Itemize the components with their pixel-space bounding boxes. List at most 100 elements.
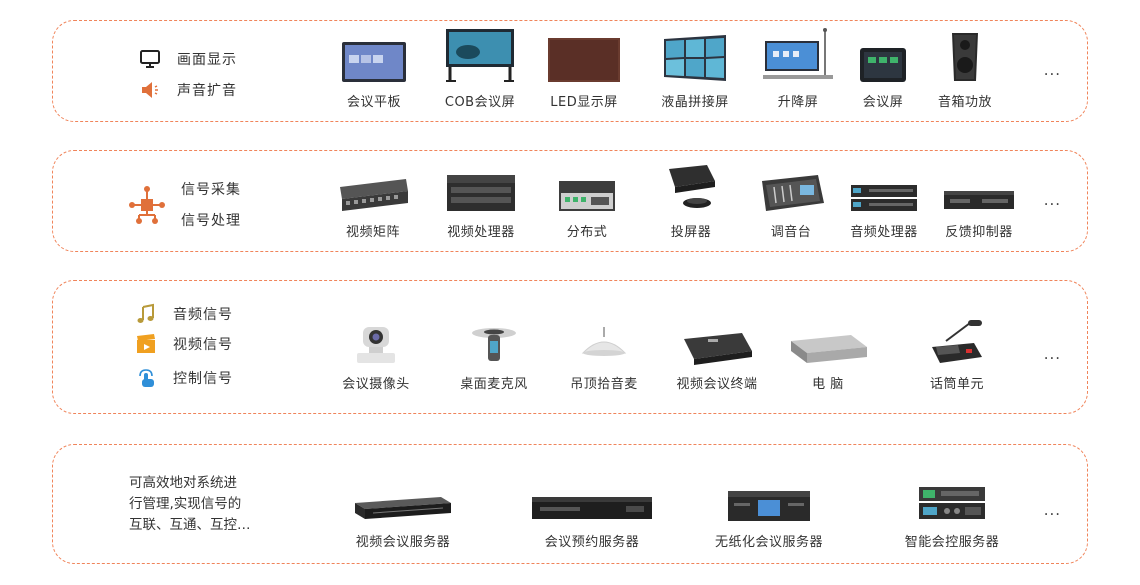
side-label: 画面显示	[177, 52, 237, 68]
side-row-signal-process: 信号处理	[181, 210, 241, 230]
feedback-suppressor-image	[942, 157, 1016, 213]
smart-control-server-image	[917, 467, 987, 523]
item-meeting-screen: 会议屏	[851, 27, 915, 110]
video-clapper-icon	[133, 333, 159, 355]
more-indicator: ...	[1043, 345, 1061, 363]
side-label: 控制信号	[173, 371, 233, 387]
item-desktop-mic: 桌面麦克风	[449, 309, 539, 392]
item-caption: 调音台	[770, 225, 812, 240]
side-row-audio: 声音扩音	[137, 79, 237, 101]
description-line: 行管理,实现信号的	[129, 496, 242, 512]
network-node-icon	[127, 185, 167, 225]
item-ceiling-mic: 吊顶拾音麦	[561, 309, 647, 392]
more-indicator: ...	[1043, 501, 1061, 519]
item-caption: 分布式	[566, 225, 608, 240]
item-caption: LED显示屏	[550, 95, 618, 110]
item-video-terminal: 视频会议终端	[665, 309, 769, 392]
side-label: 音频信号	[173, 307, 233, 323]
item-caption: 投屏器	[670, 225, 712, 240]
item-caption: COB会议屏	[444, 95, 516, 110]
item-caption: 视频矩阵	[345, 225, 400, 240]
speaker-amp-image	[950, 27, 980, 83]
side-row-signal-capture: 信号采集	[181, 179, 241, 199]
item-caption: 话筒单元	[929, 377, 984, 392]
side-row-control-signal: 控制信号	[133, 367, 233, 389]
video-processor-image	[445, 157, 517, 213]
audio-processor-image	[849, 157, 919, 213]
side-row-video-signal: 视频信号	[133, 333, 233, 355]
item-led-screen: LED显示屏	[543, 27, 625, 110]
item-caption: 会议平板	[346, 95, 401, 110]
item-caption: 视频会议终端	[676, 377, 758, 392]
item-caption: 会议屏	[862, 95, 904, 110]
lcd-splice-image	[662, 27, 728, 83]
management-description: 可高效地对系统进 行管理,实现信号的 互联、互通、互控…	[129, 473, 279, 536]
video-conference-server-image	[353, 467, 453, 523]
item-caption: 音箱功放	[937, 95, 992, 110]
item-caption: 会议预约服务器	[544, 535, 640, 550]
item-caption: 音频处理器	[850, 225, 918, 240]
lift-screen-image	[763, 27, 833, 83]
side-row-audio-signal: 音频信号	[133, 303, 233, 325]
item-caption: 桌面麦克风	[460, 377, 528, 392]
panel-side: 信号采集 信号处理	[53, 151, 283, 251]
item-video-processor: 视频处理器	[439, 157, 523, 240]
monitor-icon	[137, 48, 163, 70]
video-terminal-image	[680, 309, 754, 365]
item-lcd-splice: 液晶拼接屏	[651, 27, 739, 110]
desktop-mic-image	[469, 309, 519, 365]
conference-camera-image	[353, 309, 399, 365]
more-indicator: ...	[1043, 61, 1061, 79]
panel-side: 音频信号 视频信号 控制信号	[53, 281, 283, 413]
panel-input-devices: 音频信号 视频信号 控制信号 会议摄像头 桌面麦克风 吊顶拾音麦	[52, 280, 1088, 414]
description-line: 可高效地对系统进	[129, 475, 237, 491]
item-mic-unit: 话筒单元	[915, 309, 999, 392]
item-cob-screen: COB会议屏	[437, 27, 523, 110]
panel-signal-processing: 信号采集 信号处理 视频矩阵 视频处理器 分布式 投屏器 调音台	[52, 150, 1088, 252]
item-caption: 视频处理器	[447, 225, 515, 240]
side-row-display: 画面显示	[137, 48, 237, 70]
item-computer: 电 脑	[785, 309, 871, 392]
meeting-tablet-image	[341, 27, 407, 83]
side-label: 信号采集	[181, 182, 241, 198]
ceiling-mic-image	[579, 309, 629, 365]
side-label: 信号处理	[181, 213, 241, 229]
panel-display-audio: 画面显示 声音扩音 会议平板 COB会议屏 LED显示屏 液晶拼接屏	[52, 20, 1088, 122]
item-video-matrix: 视频矩阵	[331, 157, 415, 240]
booking-server-image	[530, 467, 654, 523]
item-caption: 无纸化会议服务器	[714, 535, 823, 550]
item-speaker-amp: 音箱功放	[925, 27, 1005, 110]
item-caption: 视频会议服务器	[355, 535, 451, 550]
computer-image	[787, 309, 869, 365]
side-label: 视频信号	[173, 337, 233, 353]
item-smart-control-server: 智能会控服务器	[889, 467, 1015, 550]
music-note-icon	[133, 303, 159, 325]
cob-screen-image	[444, 27, 516, 83]
video-matrix-image	[336, 157, 410, 213]
item-video-conference-server: 视频会议服务器	[343, 467, 463, 550]
item-audio-processor: 音频处理器	[843, 157, 925, 240]
item-caption: 智能会控服务器	[904, 535, 1000, 550]
description-line: 互联、互通、互控…	[129, 517, 251, 533]
more-indicator: ...	[1043, 191, 1061, 209]
item-caption: 吊顶拾音麦	[570, 377, 638, 392]
item-mixer: 调音台	[751, 157, 831, 240]
item-meeting-tablet: 会议平板	[333, 27, 415, 110]
item-screen-caster: 投屏器	[653, 157, 729, 240]
paperless-server-image	[726, 467, 812, 523]
item-caption: 升降屏	[777, 95, 819, 110]
panel-side: 画面显示 声音扩音	[53, 21, 283, 121]
mixer-image	[756, 157, 826, 213]
item-lift-screen: 升降屏	[759, 27, 837, 110]
meeting-screen-image	[859, 27, 907, 83]
distributed-image	[557, 157, 617, 213]
led-screen-image	[547, 27, 621, 83]
item-caption: 会议摄像头	[342, 377, 410, 392]
item-paperless-server: 无纸化会议服务器	[701, 467, 837, 550]
item-caption: 液晶拼接屏	[661, 95, 729, 110]
panel-management-servers: 可高效地对系统进 行管理,实现信号的 互联、互通、互控… 视频会议服务器 会议预…	[52, 444, 1088, 564]
screen-caster-image	[661, 157, 721, 213]
speaker-icon	[137, 79, 163, 101]
item-feedback-suppressor: 反馈抑制器	[939, 157, 1019, 240]
item-conference-camera: 会议摄像头	[333, 309, 419, 392]
